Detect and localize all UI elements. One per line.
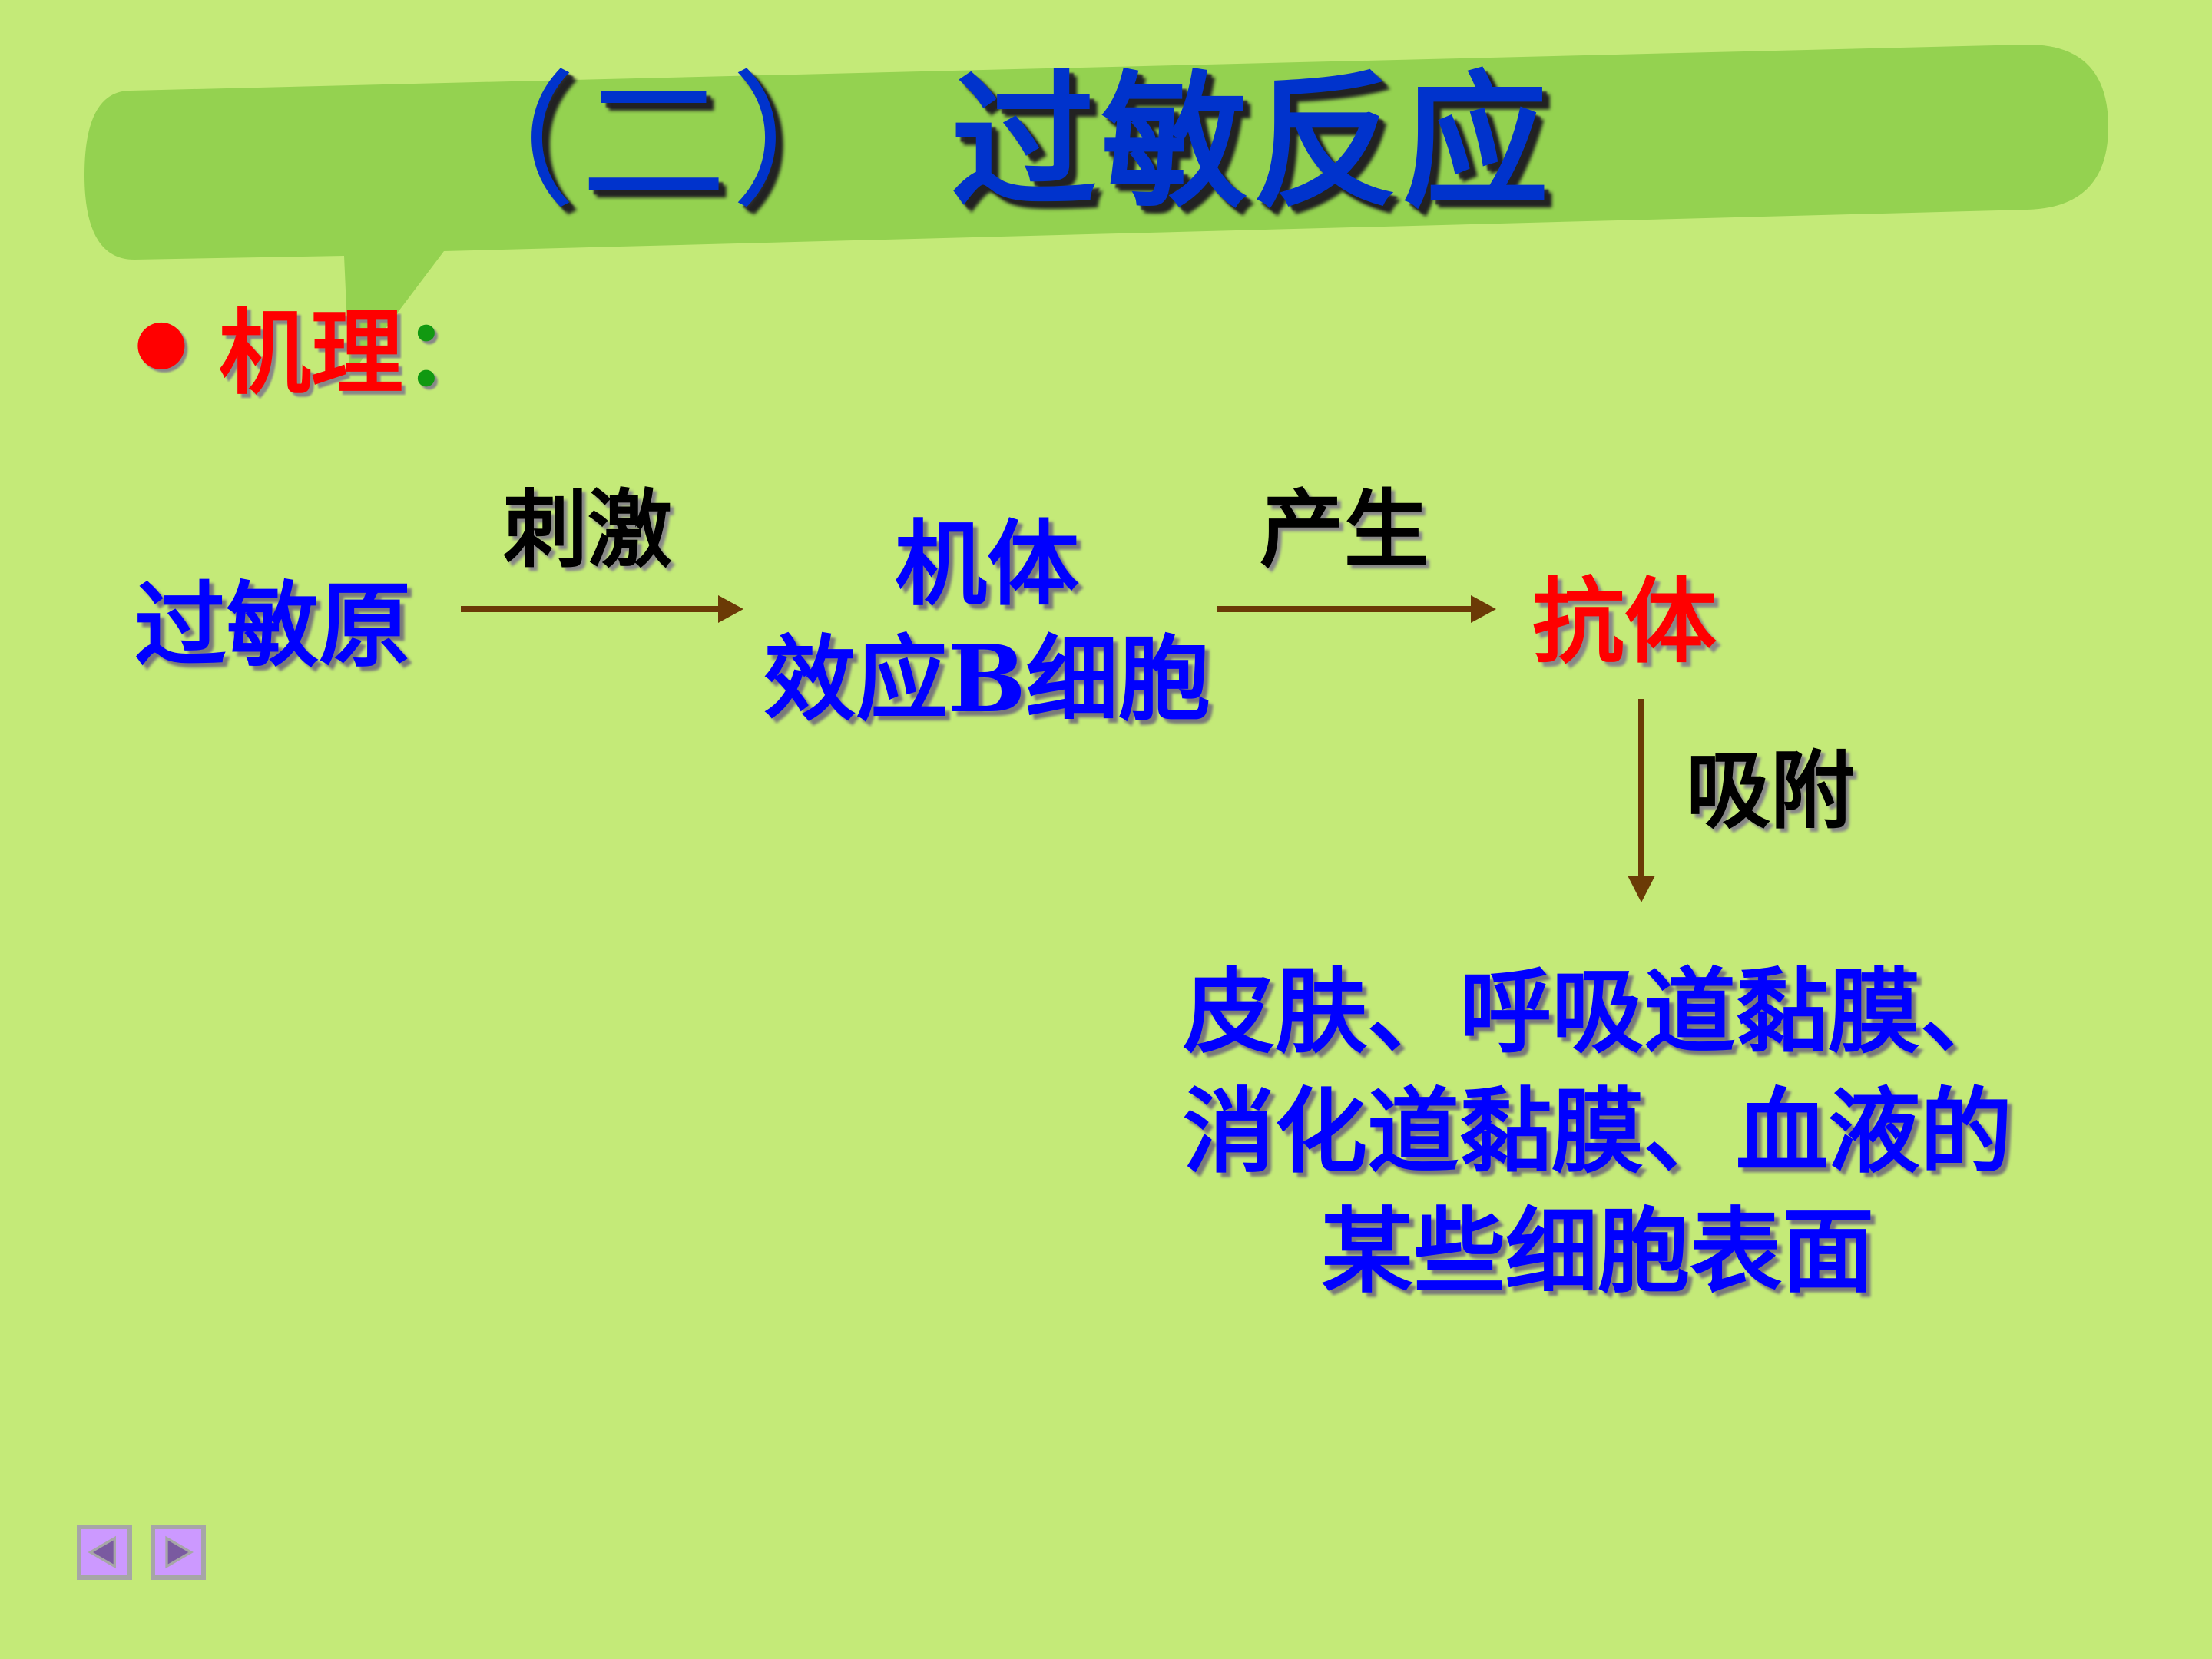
node-allergen: 过敏原 bbox=[134, 571, 411, 680]
bullet-dot-icon: ● bbox=[134, 304, 188, 376]
triangle-left-icon bbox=[88, 1535, 116, 1569]
arrow-label-produce: 产生 bbox=[1260, 480, 1429, 579]
target-line2: 消化道黏膜、血液的 bbox=[1183, 1078, 2012, 1186]
title-section-number: （二） bbox=[430, 58, 882, 227]
node-body-plasma-cell: 机体 效应B细胞 bbox=[757, 507, 1217, 737]
prev-slide-button[interactable] bbox=[77, 1525, 132, 1580]
slide-title: （二）过敏反应 bbox=[430, 69, 1553, 216]
node-target-cells: 皮肤、呼吸道黏膜、 消化道黏膜、血液的 某些细胞表面 bbox=[1137, 952, 2058, 1312]
arrow-right-icon bbox=[461, 595, 743, 623]
triangle-right-icon bbox=[165, 1535, 194, 1569]
next-slide-button[interactable] bbox=[151, 1525, 206, 1580]
node-antibody: 抗体 bbox=[1532, 568, 1717, 676]
bullet-label: 机理 bbox=[218, 299, 403, 407]
arrow-label-adsorb: 吸附 bbox=[1686, 741, 1855, 840]
bullet-mechanism: ●机理： bbox=[134, 307, 495, 399]
arrow-down-icon bbox=[1628, 699, 1655, 902]
target-line3: 某些细胞表面 bbox=[1321, 1197, 1874, 1306]
title-text: 过敏反应 bbox=[951, 56, 1554, 227]
arrow-label-stimulate: 刺激 bbox=[503, 480, 672, 579]
bullet-colon: ： bbox=[402, 299, 495, 407]
arrow-right-icon bbox=[1217, 595, 1496, 623]
target-line1: 皮肤、呼吸道黏膜、 bbox=[1183, 958, 2012, 1066]
node-body-line1: 机体 bbox=[895, 510, 1079, 618]
node-body-line2: 效应B细胞 bbox=[763, 625, 1210, 733]
